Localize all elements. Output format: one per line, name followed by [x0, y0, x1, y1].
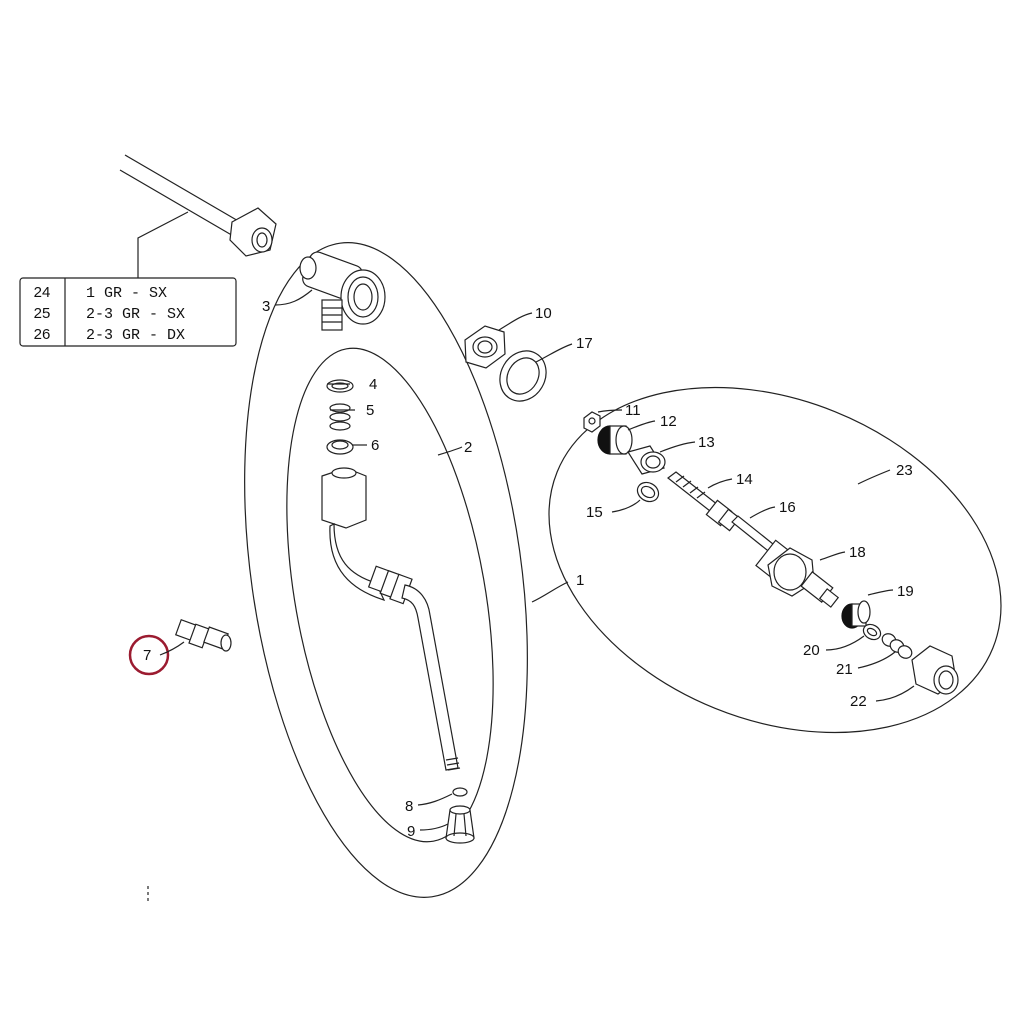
nut-part-22 — [911, 645, 959, 695]
label-3: 3 — [262, 298, 270, 315]
clip-part-15 — [636, 481, 660, 503]
label-11: 11 — [625, 402, 641, 419]
label-20: 20 — [803, 642, 820, 659]
label-5: 5 — [366, 402, 374, 419]
table-desc-25: 2-3 GR - SX — [86, 306, 185, 323]
label-16: 16 — [779, 499, 796, 516]
highlight-circle-7 — [128, 634, 170, 676]
label-7: 7 — [143, 647, 151, 664]
steam-wand-part — [321, 467, 461, 771]
table-num-25: 25 — [34, 305, 51, 322]
group-ellipse-2 — [286, 347, 494, 843]
label-17: 17 — [576, 335, 593, 352]
orings-part-5 — [329, 403, 351, 431]
valve-body-part-18 — [755, 539, 840, 608]
label-15: 15 — [586, 504, 603, 521]
label-4: 4 — [369, 376, 377, 393]
label-2: 2 — [464, 439, 472, 456]
ring-part-4 — [326, 379, 354, 393]
label-6: 6 — [371, 437, 379, 454]
label-9: 9 — [407, 823, 415, 840]
small-nut-part-11 — [583, 411, 601, 433]
label-23: 23 — [896, 462, 913, 479]
bushing-part-13 — [627, 445, 666, 475]
group-ellipse-23 — [548, 386, 1002, 734]
knob-part-12 — [597, 425, 633, 455]
group-ellipse-1 — [244, 242, 528, 898]
label-14: 14 — [736, 471, 753, 488]
nut-part-10 — [464, 325, 506, 369]
label-13: 13 — [698, 434, 715, 451]
leader-lines — [159, 289, 915, 831]
fitting-part-7 — [174, 618, 232, 652]
washer-part-20 — [862, 623, 882, 641]
table-desc-26: 2-3 GR - DX — [86, 327, 185, 344]
table-num-26: 26 — [34, 326, 51, 343]
orings-part-21 — [881, 633, 913, 659]
table-num-24: 24 — [34, 284, 51, 301]
elbow-fitting-part — [299, 251, 386, 331]
oring-part-8 — [452, 787, 468, 797]
table-desc-24: 1 GR - SX — [86, 285, 167, 302]
nozzle-tip-part-9 — [445, 805, 475, 844]
gasket-part-17 — [499, 350, 547, 402]
supply-hose-part — [119, 154, 277, 257]
label-12: 12 — [660, 413, 677, 430]
label-8: 8 — [405, 798, 413, 815]
label-10: 10 — [535, 305, 552, 322]
seal-part-19 — [841, 600, 871, 629]
label-1: 1 — [576, 572, 584, 589]
label-18: 18 — [849, 544, 866, 561]
label-21: 21 — [836, 661, 853, 678]
washer-part-6 — [326, 439, 354, 455]
spindle-part-14 — [667, 471, 779, 555]
variant-table: 24 25 26 1 GR - SX 2-3 GR - SX 2-3 GR - … — [19, 277, 237, 347]
label-22: 22 — [850, 693, 867, 710]
label-19: 19 — [897, 583, 914, 600]
